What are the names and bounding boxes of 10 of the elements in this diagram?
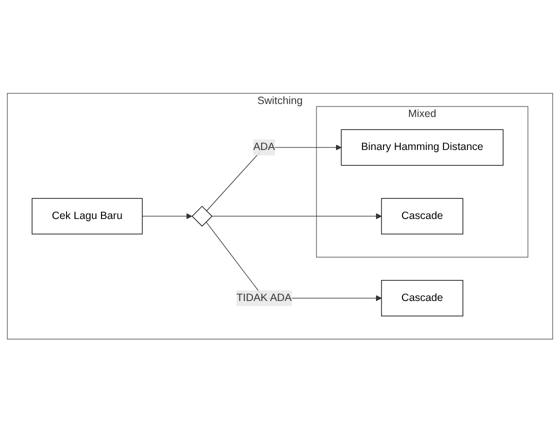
node-diamond — [192, 206, 212, 226]
node-box: Binary Hamming Distance — [340, 129, 504, 166]
arrow — [206, 144, 342, 212]
node-box: Cek Lagu Baru — [32, 198, 143, 234]
arrow — [142, 213, 192, 219]
arrow — [211, 213, 382, 219]
node-box: Cascade — [381, 198, 464, 234]
edge-label: TIDAK ADA — [236, 292, 292, 304]
edge-label: ADA — [253, 141, 275, 153]
node-box: Cascade — [381, 280, 464, 316]
